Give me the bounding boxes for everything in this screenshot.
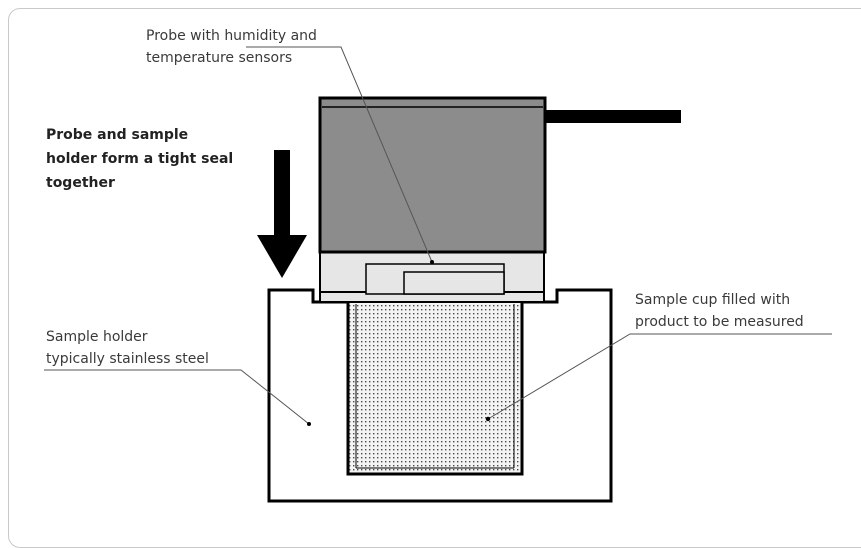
- cup-leader-dot: [485, 416, 491, 422]
- probe-cable: [545, 110, 681, 123]
- probe-label-line2: temperature sensors: [146, 50, 293, 66]
- holder-label-line1: Sample holder: [46, 329, 148, 345]
- holder-label-line2: typically stainless steel: [46, 351, 209, 367]
- sample-cup: [346, 296, 524, 476]
- holder-leader-dot: [307, 422, 311, 426]
- probe-label-line1: Probe with humidity and: [146, 28, 317, 44]
- down-arrow-head: [257, 235, 307, 278]
- diagram-canvas: [44, 46, 832, 503]
- cup-leader: [487, 333, 832, 420]
- cup-label-line1: Sample cup filled with: [635, 292, 791, 308]
- probe-body: [318, 96, 547, 254]
- cup-label-line2: product to be measured: [635, 314, 804, 330]
- seal-label-line2: holder form a tight seal: [46, 151, 234, 167]
- down-arrow-shaft: [274, 150, 290, 235]
- probe-leader-dot: [430, 260, 434, 264]
- seal-label-line3: together: [46, 175, 115, 191]
- holder-leader: [44, 369, 310, 425]
- probe-leader: [246, 46, 433, 263]
- temperature-sensor: [403, 271, 505, 295]
- seal-label-line1: Probe and sample: [46, 127, 189, 143]
